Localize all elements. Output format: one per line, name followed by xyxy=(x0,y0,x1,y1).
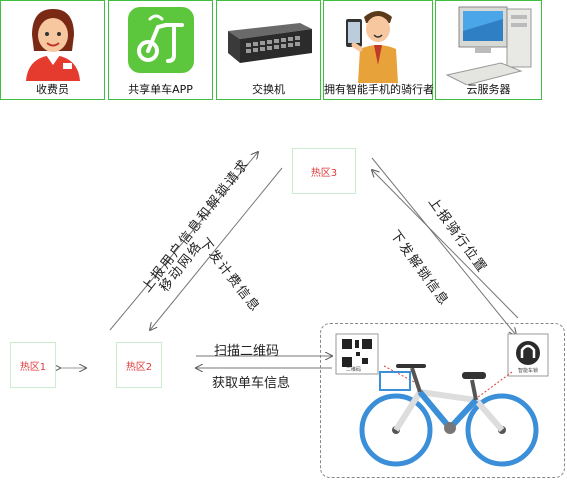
rider-with-phone-icon xyxy=(346,11,398,83)
label-scan-qr: 扫描二维码 xyxy=(214,344,280,359)
zone-3: 热区3 xyxy=(292,148,356,194)
arrow-download-billing xyxy=(150,167,283,330)
qr-code-card xyxy=(335,333,379,375)
arrow-upload-request xyxy=(109,152,258,331)
lock-caption: 智能车锁 xyxy=(518,367,538,374)
legend-server-label: 云服务器 xyxy=(466,83,511,96)
bike-app-icon xyxy=(127,7,194,73)
cloud-server-icon xyxy=(445,6,531,85)
legend-rider-label: 拥有智能手机的骑行者 xyxy=(324,83,434,96)
qr-caption: 二维码 xyxy=(346,366,361,373)
pointer-qr xyxy=(383,365,419,385)
bike xyxy=(359,364,539,467)
legend-cashier-label: 收费员 xyxy=(36,83,69,96)
arrow-download-unlock xyxy=(371,157,516,335)
legend-switch: 交换机 xyxy=(216,0,321,100)
zone-2: 热区2 xyxy=(116,342,162,388)
legend-app: 共享单车APP xyxy=(108,0,213,100)
legend-switch-label: 交换机 xyxy=(252,83,285,96)
legend-app-label: 共享单车APP xyxy=(128,83,193,96)
legend-cashier: 收费员 xyxy=(0,0,105,100)
zone-1: 热区1 xyxy=(10,342,56,388)
label-get-bike-info: 获取单车信息 xyxy=(212,376,291,391)
cashier-icon xyxy=(25,9,80,81)
arrow-upload-position xyxy=(372,170,519,319)
legend-server: 云服务器 xyxy=(435,0,542,100)
legend-rider: 拥有智能手机的骑行者 xyxy=(323,0,434,100)
smart-lock-card xyxy=(507,333,549,377)
network-switch-icon xyxy=(227,23,312,63)
bike-area xyxy=(320,323,565,478)
